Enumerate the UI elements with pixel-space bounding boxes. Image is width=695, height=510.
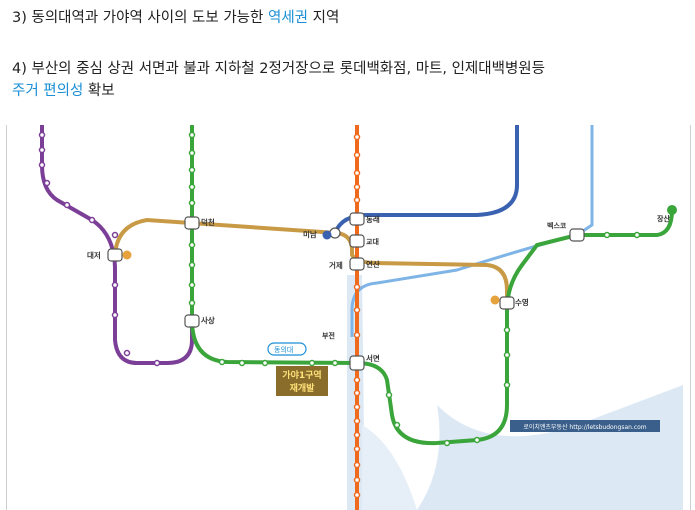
station-markers [107,205,677,371]
label-jangsan: 장산 [657,214,670,223]
station-labels: 서면 사상 연산 거제 미남 동래 교대 덕천 대저 수영 벡스코 장산 부전 [87,214,670,363]
subway-map: 서면 사상 연산 거제 미남 동래 교대 덕천 대저 수영 벡스코 장산 부전 … [38,125,683,510]
line-number-3-icon [122,250,132,260]
label-geoje: 거제 [329,260,343,270]
paragraph-station-area: 3) 동의대역과 가야역 사이의 도보 가능한 역세권 지역 [12,6,339,27]
label-seomyeon: 서면 [366,353,380,363]
station-marker-bexco [569,228,585,242]
station-marker-minam [329,227,341,239]
line-number-4-icon [322,230,332,240]
station-dots [188,131,641,447]
line-2 [190,125,674,446]
line-number-3b-icon [490,295,500,305]
sea-area [417,385,683,510]
label-minam: 미남 [303,229,317,239]
map-frame [6,125,691,510]
line1-dots [353,133,361,499]
station-marker-seomyeon [349,355,365,371]
label-bexco: 벡스코 [547,221,567,230]
highlighted-text: 주거 편의성 [12,83,84,99]
label-bujeon: 부전 [322,331,335,340]
paragraph-convenience: 주거 편의성 확보 [12,79,115,100]
line-4 [333,125,519,234]
station-marker-dongnae [349,212,365,226]
station-marker-deokcheon [184,216,200,230]
label-sasang: 사상 [201,315,215,325]
label-gyodae: 교대 [366,237,379,246]
paragraph-text: 4) 부산의 중심 상권 서면과 불과 지하철 2정거장으로 롯데백화점, 마트… [12,61,545,77]
label-deokcheon: 덕천 [201,217,215,227]
paragraph-commercial-area: 4) 부산의 중심 상권 서면과 불과 지하철 2정거장으로 롯데백화점, 마트… [12,57,545,78]
watermark-banner: 로이치앤츠부동산 http://letsbudongsan.com [510,420,660,432]
station-marker-jangsan [667,205,677,215]
current-station-callout: 동의대 [267,342,307,356]
gimhae-dots [38,131,161,367]
station-marker-yeonsan [349,257,365,271]
label-yeonsan: 연산 [366,259,380,269]
current-station-label: 동의대 [274,345,293,354]
line-3 [113,217,509,310]
busan-gimhae-line [40,125,194,365]
highlighted-text: 역세권 [267,10,309,26]
redevelopment-badge: 가야1구역 재개발 [276,366,328,396]
label-daejeo: 대저 [87,250,101,260]
station-marker-sasang [184,314,200,328]
station-marker-daejeo [107,248,123,262]
label-suyeong: 수영 [515,297,529,307]
watermark-text: 로이치앤츠부동산 http://letsbudongsan.com [523,423,646,431]
badge-line-2: 재개발 [290,382,316,394]
station-marker-suyeong [499,296,515,310]
paragraph-text: 지역 [308,10,340,26]
donghae-line [350,125,594,337]
paragraph-text: 확보 [83,83,115,99]
label-dongnae: 동래 [366,214,380,224]
station-marker-gyodae [349,234,365,248]
paragraph-text: 3) 동의대역과 가야역 사이의 도보 가능한 [12,10,268,26]
harbor-area [362,425,417,510]
badge-line-1: 가야1구역 [282,369,321,381]
